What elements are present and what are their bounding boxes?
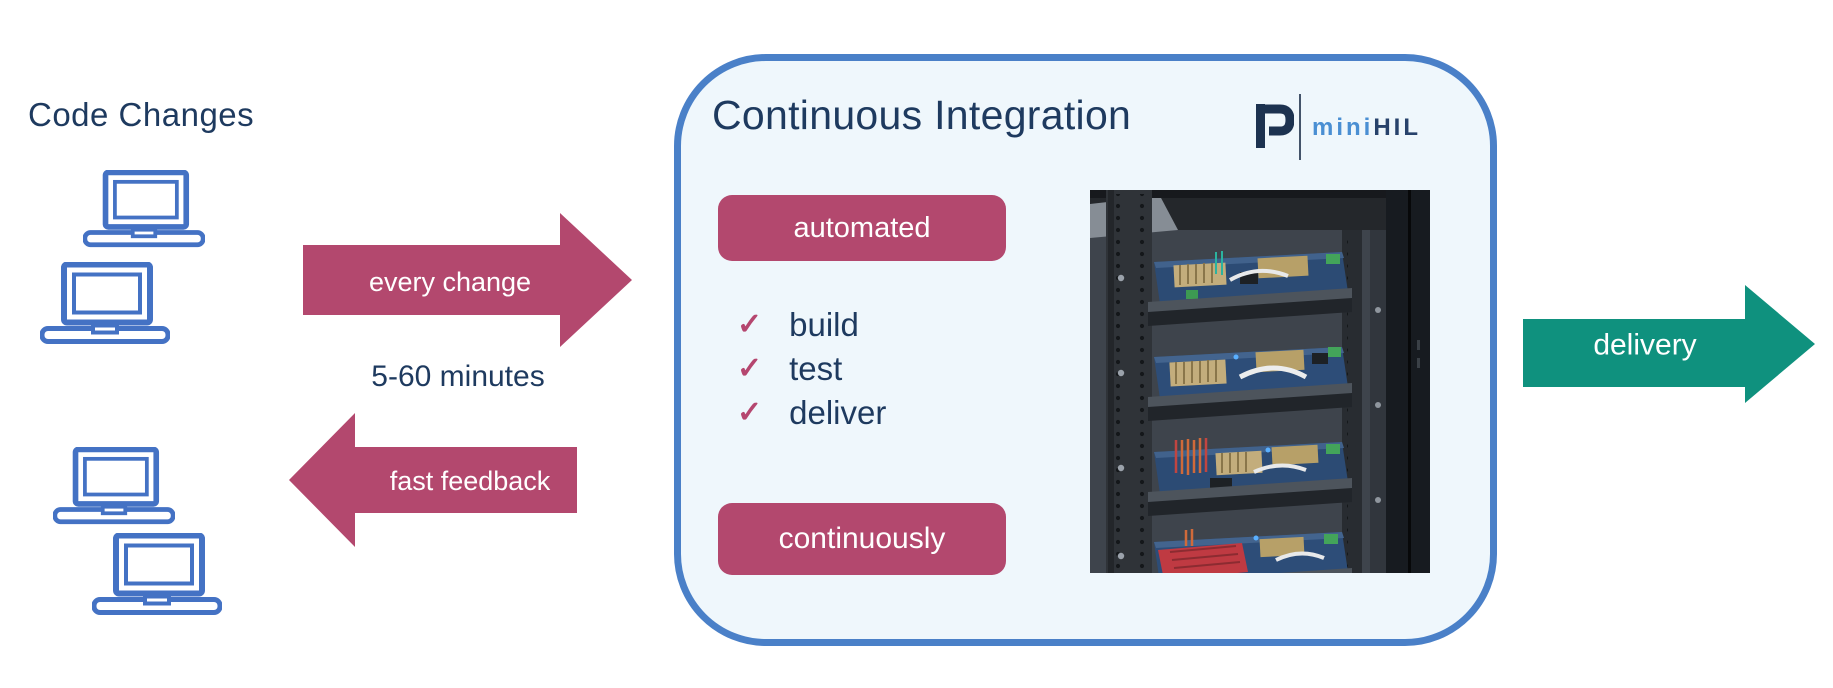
checkmark-icon: ✓ [737, 395, 763, 429]
laptop-icon [83, 170, 205, 250]
checkmark-icon: ✓ [737, 351, 763, 385]
ci-checklist: ✓ build ✓ test ✓ deliver [737, 308, 886, 429]
laptop-icon [92, 533, 222, 618]
logo-divider [1299, 94, 1301, 160]
every-change-label: every change [369, 267, 531, 297]
minihil-logo: miniHIL [1312, 114, 1421, 142]
checklist-label: deliver [789, 394, 887, 431]
checklist-label: build [789, 306, 859, 343]
fast-feedback-label: fast feedback [390, 466, 551, 496]
every-change-arrow: every change [303, 213, 632, 347]
checklist-item-test: ✓ test [737, 352, 886, 385]
protos-p-logo-icon [1256, 104, 1294, 148]
automated-badge: automated [718, 195, 1006, 261]
right-arrow-icon [1523, 285, 1815, 403]
logo-brand-light: mini [1312, 114, 1374, 141]
checklist-item-deliver: ✓ deliver [737, 396, 886, 429]
delivery-arrow: delivery [1523, 285, 1815, 403]
fast-feedback-arrow: fast feedback [289, 413, 577, 547]
ci-box-title: Continuous Integration [712, 92, 1132, 138]
laptop-icon [53, 447, 175, 527]
laptop-icon [40, 262, 170, 347]
logo-brand-dark: HIL [1373, 114, 1422, 141]
checklist-label: test [789, 350, 843, 387]
checkmark-icon: ✓ [737, 307, 763, 341]
checklist-item-build: ✓ build [737, 308, 886, 341]
minihil-rack-photo [1090, 190, 1430, 573]
code-changes-title: Code Changes [28, 96, 255, 133]
left-arrow-icon [289, 413, 577, 547]
continuously-badge: continuously [718, 503, 1006, 575]
duration-label: 5-60 minutes [371, 360, 545, 393]
right-arrow-icon [303, 213, 632, 347]
delivery-label: delivery [1593, 329, 1696, 362]
